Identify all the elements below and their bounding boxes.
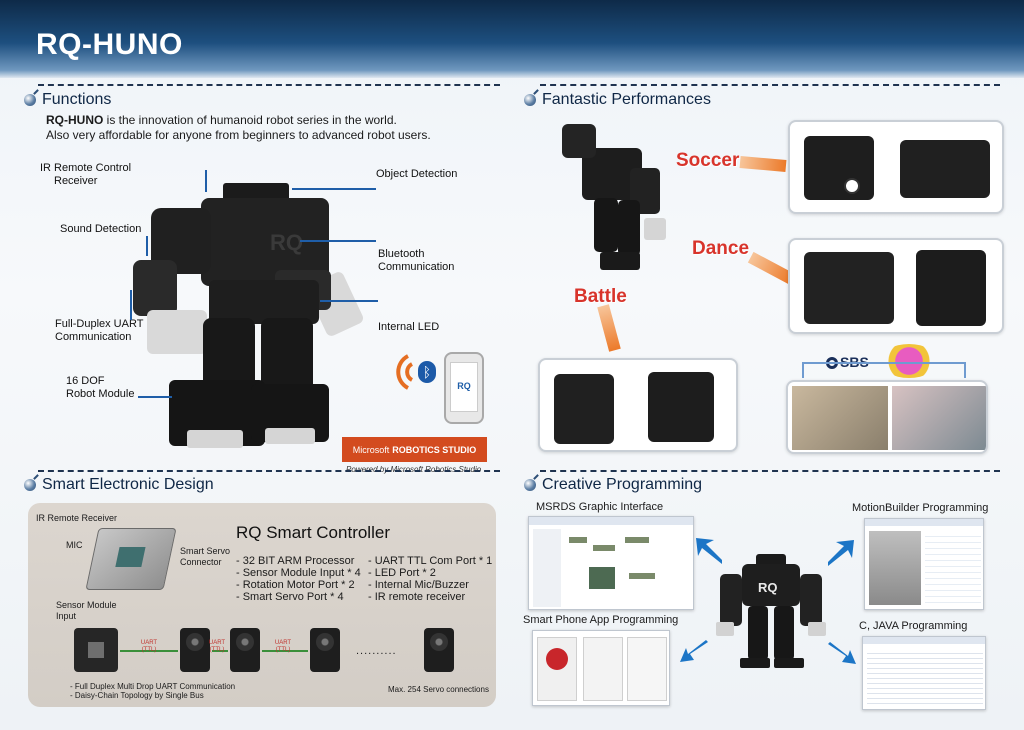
- callout-line-object: [292, 188, 376, 190]
- callout-line-uart: [130, 290, 132, 320]
- header-banner: [0, 0, 1024, 78]
- controller-module-image: [74, 628, 118, 672]
- svg-text:RQ: RQ: [270, 230, 303, 255]
- design-title: Smart Electronic Design: [42, 476, 214, 493]
- controller-board-image: [85, 528, 177, 590]
- msrds-screenshot: [528, 516, 694, 610]
- specs-right: - UART TTL Com Port * 1 - LED Port * 2 -…: [368, 555, 493, 603]
- arrow-battle: [597, 304, 621, 352]
- functions-divider: [38, 84, 500, 86]
- callout-line-led: [320, 300, 378, 302]
- performances-divider: [540, 84, 1000, 86]
- callout-line-bluetooth: [300, 240, 376, 242]
- soccer-photo: [788, 120, 1004, 214]
- callout-line-ir: [205, 170, 207, 192]
- robot-image: RQ: [133, 183, 363, 448]
- callout-line-sound: [146, 236, 148, 256]
- servo-module-1: [180, 628, 210, 672]
- intro-line-1: is the innovation of humanoid robot seri…: [103, 113, 397, 127]
- uart-label-2: UART(TTL): [208, 640, 226, 653]
- uart-link-2: [212, 650, 228, 652]
- tv-bracket: [802, 362, 966, 378]
- label-msrds: MSRDS Graphic Interface: [536, 501, 664, 513]
- performances-title: Fantastic Performances: [542, 91, 711, 108]
- battle-photo: [538, 358, 738, 452]
- arrow-to-msrds: [696, 538, 722, 564]
- uart-label-3: UART(TTL): [274, 640, 292, 653]
- functions-heading: Functions: [24, 91, 111, 109]
- phone-app-logo: RQ: [457, 381, 471, 391]
- label-soccer: Soccer: [676, 150, 740, 171]
- performances-heading: Fantastic Performances: [524, 91, 711, 109]
- programming-divider: [540, 470, 1000, 472]
- servo-module-3: [310, 628, 340, 672]
- powered-by-text: Powered by Microsoft Robotics Studio: [346, 465, 482, 474]
- tv-show-photo: [786, 380, 988, 454]
- uart-link-3: [262, 650, 308, 652]
- phone-image: RQ: [444, 352, 484, 424]
- programming-title: Creative Programming: [542, 476, 703, 493]
- board-label-servo-connector: Smart Servo Connector: [180, 546, 231, 567]
- functions-title: Functions: [42, 91, 112, 108]
- programming-heading: Creative Programming: [524, 476, 702, 494]
- board-label-sensor: Sensor Module Input: [56, 600, 117, 621]
- bullet-icon: [24, 94, 36, 106]
- callout-uart: Full-Duplex UART Communication: [55, 318, 144, 343]
- callout-led: Internal LED: [378, 321, 440, 333]
- arrow-to-smartphone: [680, 640, 708, 662]
- label-battle: Battle: [574, 286, 627, 307]
- uart-link-1: [120, 650, 178, 652]
- callout-bluetooth: Bluetooth Communication: [378, 248, 455, 273]
- callout-line-dof: [138, 396, 172, 398]
- servo-module-4: [424, 628, 454, 672]
- design-divider: [38, 470, 500, 472]
- performance-robot-image: [562, 124, 666, 270]
- max-servo-note: Max. 254 Servo connections: [388, 685, 489, 694]
- callout-ir-remote: IR Remote Control Receiver: [40, 162, 132, 187]
- bullet-icon: [524, 479, 536, 491]
- svg-text:RQ: RQ: [758, 580, 778, 595]
- motionbuilder-screenshot: [864, 518, 984, 610]
- controller-title: RQ Smart Controller: [236, 523, 390, 542]
- board-label-ir: IR Remote Receiver: [36, 513, 118, 523]
- arrow-soccer: [739, 156, 787, 172]
- programming-robot-image: RQ: [716, 554, 826, 668]
- label-dance: Dance: [692, 238, 750, 259]
- bullet-icon: [24, 479, 36, 491]
- specs-left: - 32 BIT ARM Processor - Sensor Module I…: [236, 555, 361, 603]
- award-emblem: [880, 344, 938, 378]
- callout-sound: Sound Detection: [60, 223, 142, 235]
- wireless-signal-icon: [396, 354, 414, 390]
- dance-photo: [788, 238, 1004, 334]
- arrow-to-cjava: [828, 642, 856, 664]
- intro-product-name: RQ-HUNO: [46, 113, 104, 127]
- arrow-to-motionbuilder: [828, 540, 854, 566]
- design-notes: - Full Duplex Multi Drop UART Communicat…: [70, 682, 236, 700]
- design-heading: Smart Electronic Design: [24, 476, 214, 494]
- functions-intro: RQ-HUNO is the innovation of humanoid ro…: [46, 113, 431, 143]
- chain-ellipsis: ..........: [356, 645, 397, 657]
- bluetooth-icon: ᛒ: [418, 361, 436, 383]
- label-cjava: C, JAVA Programming: [859, 620, 968, 632]
- cjava-screenshot: [862, 636, 986, 710]
- smartphone-app-screenshot: [532, 630, 670, 706]
- callout-object: Object Detection: [376, 168, 458, 180]
- board-label-mic: MIC: [66, 540, 83, 550]
- callout-dof: 16 DOF Robot Module: [66, 375, 135, 400]
- page-title: RQ-HUNO: [36, 28, 183, 61]
- intro-line-2: Also very affordable for anyone from beg…: [46, 128, 431, 142]
- bullet-icon: [524, 94, 536, 106]
- uart-label-1: UART(TTL): [140, 640, 158, 653]
- servo-module-2: [230, 628, 260, 672]
- label-smartphone: Smart Phone App Programming: [523, 614, 679, 626]
- label-motionbuilder: MotionBuilder Programming: [852, 502, 989, 514]
